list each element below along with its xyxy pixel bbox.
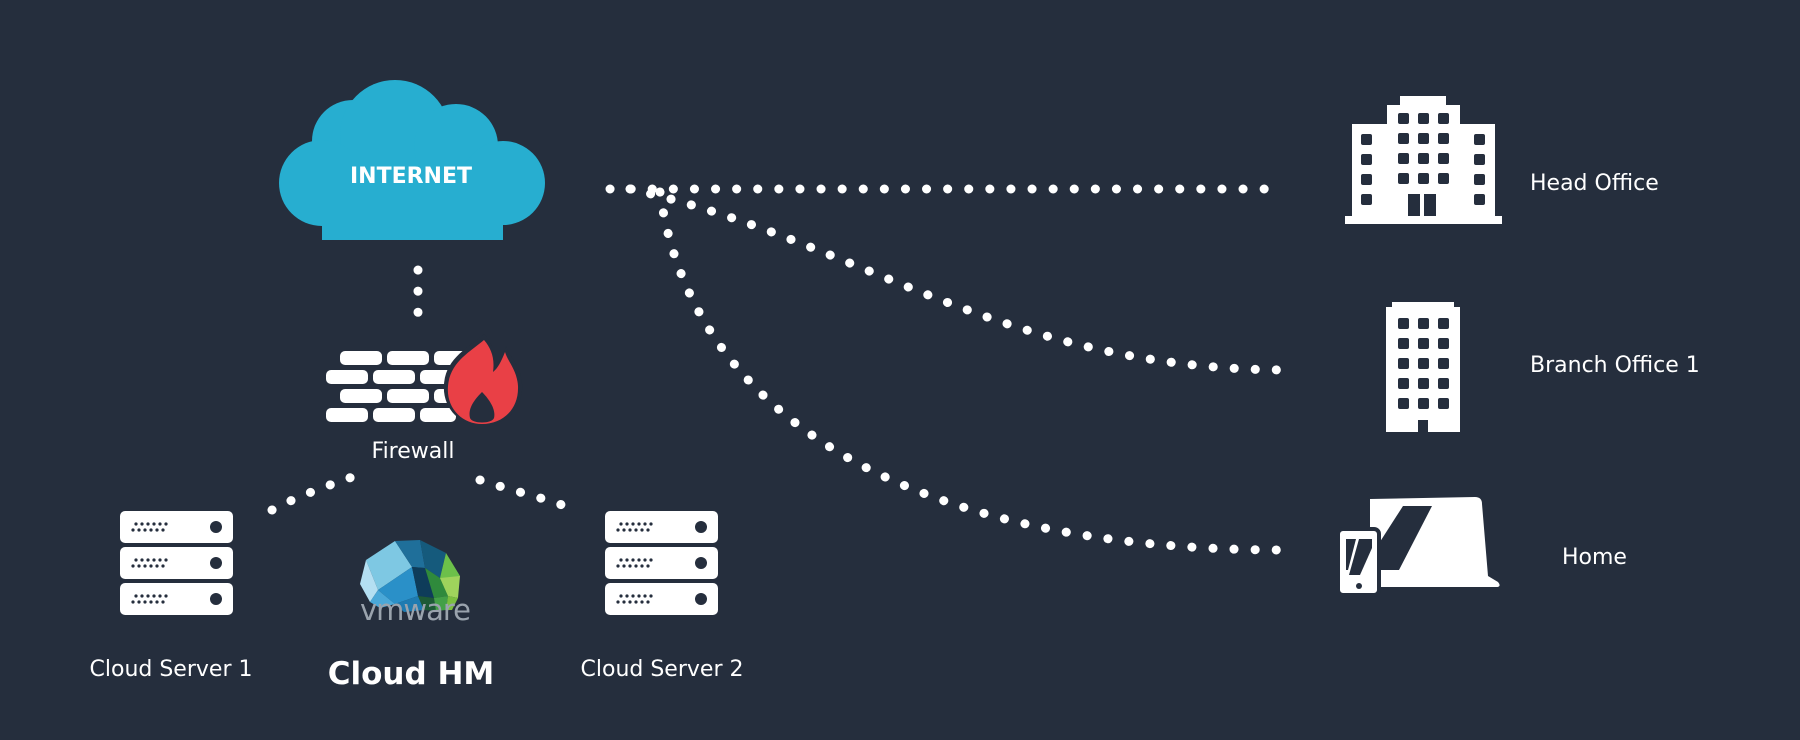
cloud-hm-label: Cloud HM — [327, 656, 495, 692]
cloud-server-2-label: Cloud Server 2 — [580, 657, 744, 682]
branch-building-icon — [1386, 302, 1460, 432]
internet-label: INTERNET — [349, 164, 473, 189]
server-icon — [120, 511, 233, 615]
office-building-icon — [1345, 96, 1502, 224]
connector-firewall-server1 — [267, 471, 360, 515]
flame-icon — [443, 334, 523, 426]
vmware-logo — [360, 540, 460, 612]
connector-internet-branch-office — [625, 184, 1295, 375]
connector-internet-home — [655, 187, 1290, 555]
server-icon — [605, 511, 718, 615]
cloud-server-1-label: Cloud Server 1 — [89, 657, 253, 682]
cloud-icon — [279, 80, 545, 240]
firewall-icon — [326, 334, 523, 426]
branch-office-1-label: Branch Office 1 — [1530, 353, 1700, 378]
home-label: Home — [1562, 545, 1627, 570]
devices-icon — [1336, 497, 1500, 597]
head-office-label: Head Office — [1530, 171, 1659, 196]
firewall-label: Firewall — [371, 439, 455, 464]
connector-firewall-server2 — [475, 475, 570, 511]
vmware-wordmark: vmware — [360, 593, 471, 627]
